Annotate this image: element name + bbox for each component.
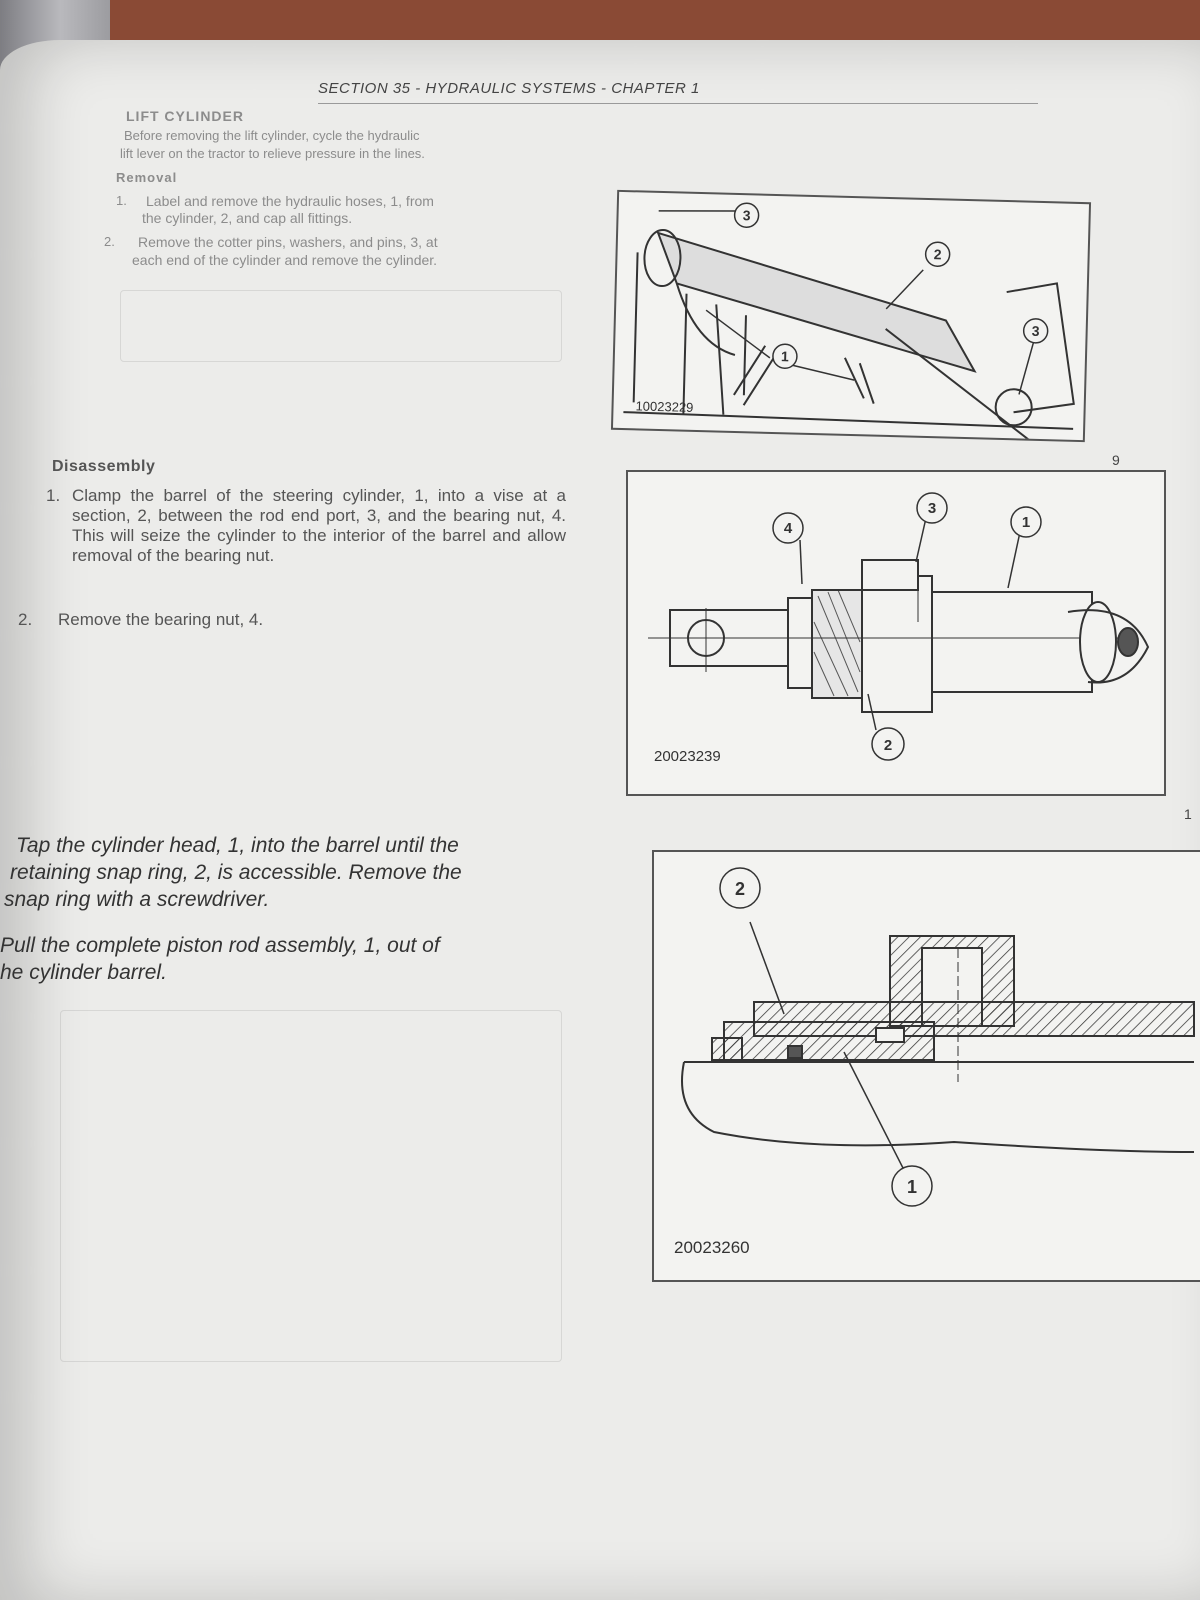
- lift-cylinder-intro-2: lift lever on the tractor to relieve pre…: [120, 146, 425, 161]
- cylinder-head-para-line-3: snap ring with a screwdriver.: [4, 888, 270, 911]
- callout-circle: [916, 492, 948, 524]
- callout-label: 3: [928, 500, 936, 517]
- removal-step-2-number: 2.: [104, 234, 115, 249]
- callout-label: 1: [1022, 514, 1030, 531]
- figure-code: 10023229: [635, 398, 694, 415]
- figure-cylinder-head-section: 2 1 20023260: [652, 850, 1200, 1282]
- cylinder-head-illustration: 2 1: [681, 867, 1195, 1207]
- figure-number: 1: [1184, 806, 1192, 822]
- cylinder-head-para-line-2: retaining snap ring, 2, is accessible. R…: [10, 861, 462, 884]
- removal-step-1-line-2: the cylinder, 2, and cap all fittings.: [142, 210, 353, 226]
- page-header: SECTION 35 - HYDRAULIC SYSTEMS - CHAPTER…: [318, 80, 1038, 104]
- removal-step-2-line-2: each end of the cylinder and remove the …: [132, 252, 438, 268]
- callout-circle: [871, 727, 905, 761]
- disassembly-heading: Disassembly: [52, 458, 156, 475]
- piston-rod-para-line-2: he cylinder barrel.: [0, 961, 167, 984]
- disassembly-step-2: 2. Remove the bearing nut, 4.: [18, 610, 558, 630]
- lift-cylinder-illustration: 3 2 3 1: [623, 202, 1075, 441]
- callout-circle: [924, 241, 951, 267]
- figure-steering-cylinder: 4 3 1 2 20023239: [626, 470, 1166, 796]
- figure-lift-cylinder: 3 2 3 1 10023229: [610, 189, 1092, 443]
- steering-cylinder-illustration: 4 3 1 2: [648, 492, 1150, 761]
- callout-label: 2: [934, 246, 942, 262]
- callout-label: 3: [742, 207, 750, 223]
- removal-heading: Removal: [116, 170, 178, 185]
- figure-code: 20023260: [674, 1238, 750, 1257]
- callout-label: 2: [735, 879, 745, 899]
- disassembly-step-1-text: Clamp the barrel of the steering cylinde…: [72, 486, 566, 565]
- callout-circle: [891, 1165, 933, 1207]
- removal-step-1-number: 1.: [116, 193, 127, 208]
- callout-label: 1: [781, 348, 789, 364]
- cylinder-head-para-line-1: Tap the cylinder head, 1, into the barre…: [16, 834, 459, 857]
- disassembly-step-2-text: Remove the bearing nut, 4.: [58, 610, 264, 629]
- disassembly-step-1: 1. Clamp the barrel of the steering cyli…: [46, 486, 566, 566]
- callout-circle: [772, 512, 804, 544]
- callout-label: 3: [1032, 323, 1040, 339]
- ghost-box: [60, 1010, 562, 1362]
- callout-circle: [772, 343, 798, 370]
- figure-number: 9: [1112, 452, 1120, 468]
- callout-circle: [733, 202, 760, 228]
- callout-circle: [719, 867, 761, 909]
- callout-label: 4: [784, 520, 793, 537]
- lift-cylinder-heading: LIFT CYLINDER: [126, 108, 244, 124]
- callout-label: 1: [907, 1177, 917, 1197]
- ghost-box: [120, 290, 562, 362]
- callout-circle: [1022, 318, 1049, 344]
- callout-circle: [1010, 506, 1042, 538]
- figure-code: 20023239: [654, 748, 721, 765]
- callout-label: 2: [884, 737, 892, 754]
- removal-step-2-line-1: Remove the cotter pins, washers, and pin…: [138, 234, 438, 250]
- removal-step-1-line-1: Label and remove the hydraulic hoses, 1,…: [146, 193, 434, 209]
- piston-rod-para-line-1: Pull the complete piston rod assembly, 1…: [0, 934, 440, 957]
- lift-cylinder-intro-1: Before removing the lift cylinder, cycle…: [124, 128, 420, 143]
- disassembly-step-2-number: 2.: [18, 610, 33, 629]
- disassembly-step-1-number: 1.: [46, 486, 61, 505]
